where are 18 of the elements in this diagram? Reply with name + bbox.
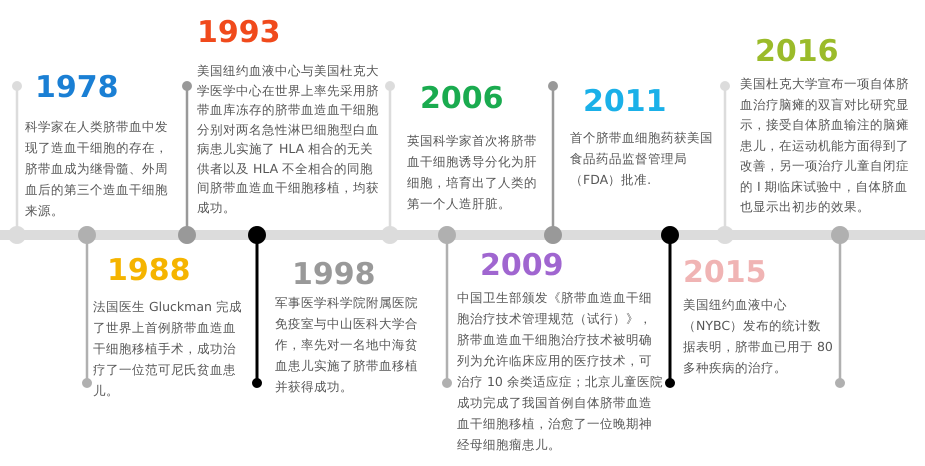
year-label: 1988 — [107, 253, 190, 289]
event-description: 中国卫生部颁发《脐带血造血干细胞治疗技术管理规范（试行）》，脐带血造血干细胞治疗技术被明确列为允许临床应用的医疗技术，可治疗 10 余类适应症；北京儿童医院成功完成了我国首例自体脐带血造血干细胞移植，治愈了一位晚期神经母细胞瘤患儿。 — [457, 289, 663, 454]
year-label: 2006 — [420, 81, 504, 117]
event-description: 英国科学家首次将脐带血干细胞诱导分化为肝细胞，培育出了人类的第一个人造肝脏。 — [407, 132, 538, 213]
event-description: 美国纽约血液中心（NYBC）发布的统计数据表明，脐带血已用于 80 多种疾病的治疗。 — [683, 296, 833, 377]
event-description: 法国医生 Gluckman 完成了世界上首例脐带血造血干细胞移植手术，成功治疗了一位范可尼氏贫血患儿。 — [93, 298, 243, 400]
event-description: 科学家在人类脐带血中发现了造血干细胞的存在，脐带血成为继骨髓、外周血后的第三个造血干细胞来源。 — [25, 118, 169, 220]
event-description: 美国纽约血液中心与美国杜克大学医学中心在世界上率先采用脐带血库冻存的脐带血造血干细胞分别对两名急性淋巴细胞型白血病患儿实施了 HLA 相合的无关供者以及 HLA 不全相合的同胞间脐带血造血干细胞移植，均获成功。 — [197, 62, 380, 216]
year-label: 2009 — [480, 248, 564, 284]
event-description: 军事医学科学院附属医院免疫室与中山医科大学合作，率先对一名地中海贫血患儿实施了脐带血移植并获得成功。 — [275, 294, 419, 396]
year-label: 1993 — [197, 15, 280, 51]
event-description: 美国杜克大学宣布一项自体脐血治疗脑瘫的双盲对比研究显示，接受自体脐血输注的脑瘫患儿，在运动机能方面得到了改善，另一项治疗儿童自闭症的 I 期临床试验中，自体脐血也显示出初步的效果。 — [740, 75, 910, 216]
year-label: 2015 — [683, 255, 766, 291]
year-label: 2011 — [583, 84, 666, 120]
year-label: 2016 — [755, 34, 838, 70]
event-description: 首个脐带血细胞药获美国食品药品监督管理局（FDA）批准. — [570, 129, 714, 189]
year-label: 1998 — [292, 257, 376, 293]
year-label: 1978 — [35, 70, 118, 106]
